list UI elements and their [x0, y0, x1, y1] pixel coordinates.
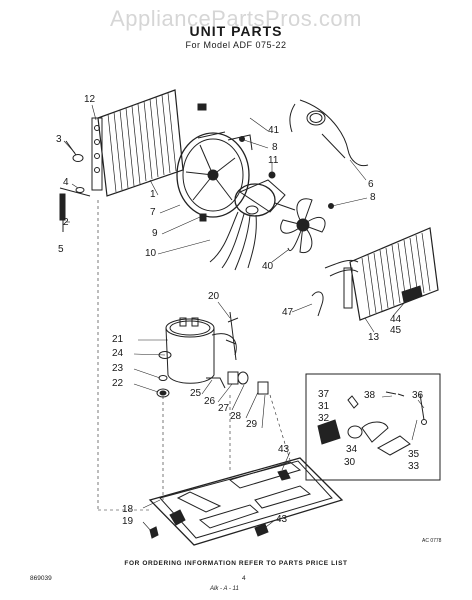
ordering-note: FOR ORDERING INFORMATION REFER TO PARTS … — [124, 560, 348, 567]
callout-37: 37 — [318, 389, 330, 400]
callout-20: 20 — [208, 291, 220, 302]
page-title: UNIT PARTS — [189, 23, 283, 39]
dashed-guide-lines — [97, 200, 291, 511]
document-number: 869039 — [30, 575, 52, 582]
drain-tube-assembly — [197, 99, 369, 222]
callout-4: 4 — [63, 177, 69, 188]
callout-34: 34 — [346, 444, 358, 455]
callout-12: 12 — [84, 94, 96, 105]
page-number: 4 — [242, 575, 246, 582]
compressor-mounts — [156, 371, 269, 398]
callout-22: 22 — [112, 378, 124, 389]
art-code: AC 0778 — [422, 538, 442, 544]
callout-43-lower: 43 — [276, 514, 288, 525]
callout-45: 45 — [390, 325, 402, 336]
callout-38: 38 — [364, 390, 376, 401]
callout-28: 28 — [230, 411, 242, 422]
callout-41: 41 — [268, 125, 280, 136]
callout-18: 18 — [122, 504, 134, 515]
callout-2: 2 — [63, 217, 69, 228]
callout-32: 32 — [318, 413, 330, 424]
callout-6: 6 — [368, 179, 374, 190]
condenser-coil — [311, 227, 439, 321]
evaporator-hardware — [59, 140, 91, 232]
compressor — [158, 311, 239, 384]
handwritten-mark: Alk - A - 11 — [210, 586, 239, 592]
callout-24: 24 — [112, 348, 124, 359]
callout-44: 44 — [390, 314, 402, 325]
callout-25: 25 — [190, 388, 202, 399]
callout-47: 47 — [282, 307, 294, 318]
callout-3: 3 — [56, 134, 62, 145]
callout-13: 13 — [368, 332, 380, 343]
callout-35: 35 — [408, 449, 420, 460]
callout-8-right: 8 — [370, 192, 376, 203]
evaporator-coil — [91, 89, 184, 197]
callout-27: 27 — [218, 403, 230, 414]
callout-5: 5 — [58, 244, 64, 255]
callout-23: 23 — [112, 363, 124, 374]
callout-leaders — [63, 104, 425, 533]
callout-36: 36 — [412, 390, 424, 401]
callout-31: 31 — [318, 401, 330, 412]
callout-33: 33 — [408, 461, 420, 472]
callout-11: 11 — [268, 155, 279, 166]
callout-21: 21 — [112, 334, 124, 345]
callout-7: 7 — [150, 207, 156, 218]
condenser-fan-blade — [280, 198, 326, 254]
callout-43-upper: 43 — [278, 444, 290, 455]
callout-9: 9 — [152, 228, 158, 239]
callout-1: 1 — [150, 189, 156, 200]
callout-26: 26 — [204, 396, 216, 407]
callout-10: 10 — [145, 248, 157, 259]
callout-40: 40 — [262, 261, 274, 272]
fan-motor — [209, 179, 296, 271]
watermark: AppliancePartsPros.com — [110, 6, 362, 31]
blower-wheel — [176, 131, 253, 218]
callout-8-upper: 8 — [272, 142, 278, 153]
callout-19: 19 — [122, 516, 134, 527]
callout-30: 30 — [344, 457, 356, 468]
controls-inset — [305, 373, 441, 481]
page-subtitle: For Model ADF 075-22 — [185, 40, 287, 50]
base-pan — [148, 457, 344, 546]
callout-29: 29 — [246, 419, 258, 430]
